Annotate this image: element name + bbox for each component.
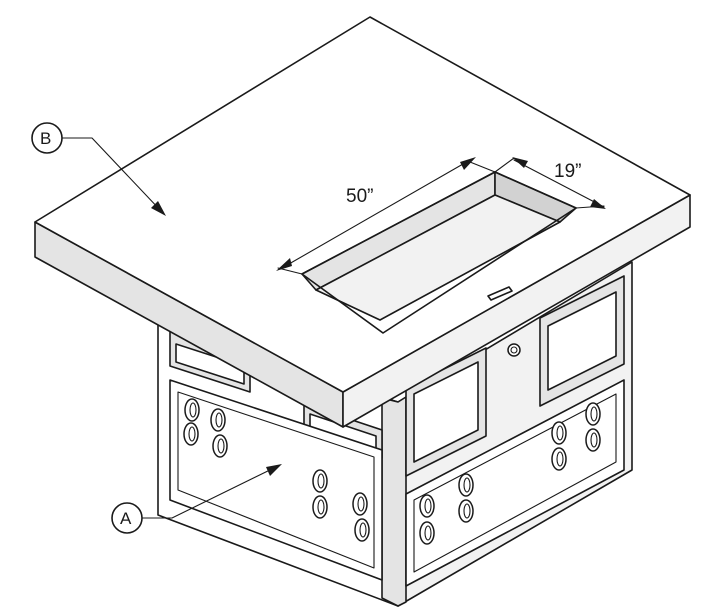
knob xyxy=(458,473,474,497)
knob xyxy=(312,469,328,493)
knob xyxy=(551,447,567,471)
knob xyxy=(312,495,328,519)
sink-well xyxy=(301,171,577,334)
drain-slot xyxy=(487,286,513,301)
countertop xyxy=(34,16,691,428)
callout-a-label: A xyxy=(120,509,132,528)
callout-b-label: B xyxy=(40,129,51,148)
left-lower-panel xyxy=(169,379,383,581)
cabinet-corner-post xyxy=(381,396,407,607)
knob xyxy=(585,428,601,452)
left-panel-knobs xyxy=(183,398,370,542)
callout-a: A xyxy=(111,464,282,534)
right-window-right xyxy=(539,275,625,407)
knob xyxy=(210,408,226,432)
dimension-width-label: 19” xyxy=(554,161,581,182)
right-lower-panel xyxy=(405,379,625,587)
knob xyxy=(419,494,435,518)
countertop-top-surface xyxy=(34,16,691,393)
knob xyxy=(585,402,601,426)
round-hole xyxy=(507,343,521,357)
knob xyxy=(551,421,567,445)
knob xyxy=(212,434,228,458)
right-panel-knobs xyxy=(419,402,601,545)
knob xyxy=(183,422,199,446)
knob xyxy=(354,518,370,542)
knob xyxy=(352,492,368,516)
knob xyxy=(458,499,474,523)
callout-b: B xyxy=(31,122,166,216)
knob xyxy=(184,398,200,422)
dimension-19: 19” xyxy=(494,157,606,209)
dimension-50: 50” xyxy=(276,157,496,275)
knob xyxy=(419,521,435,545)
dimension-length-label: 50” xyxy=(346,186,373,207)
